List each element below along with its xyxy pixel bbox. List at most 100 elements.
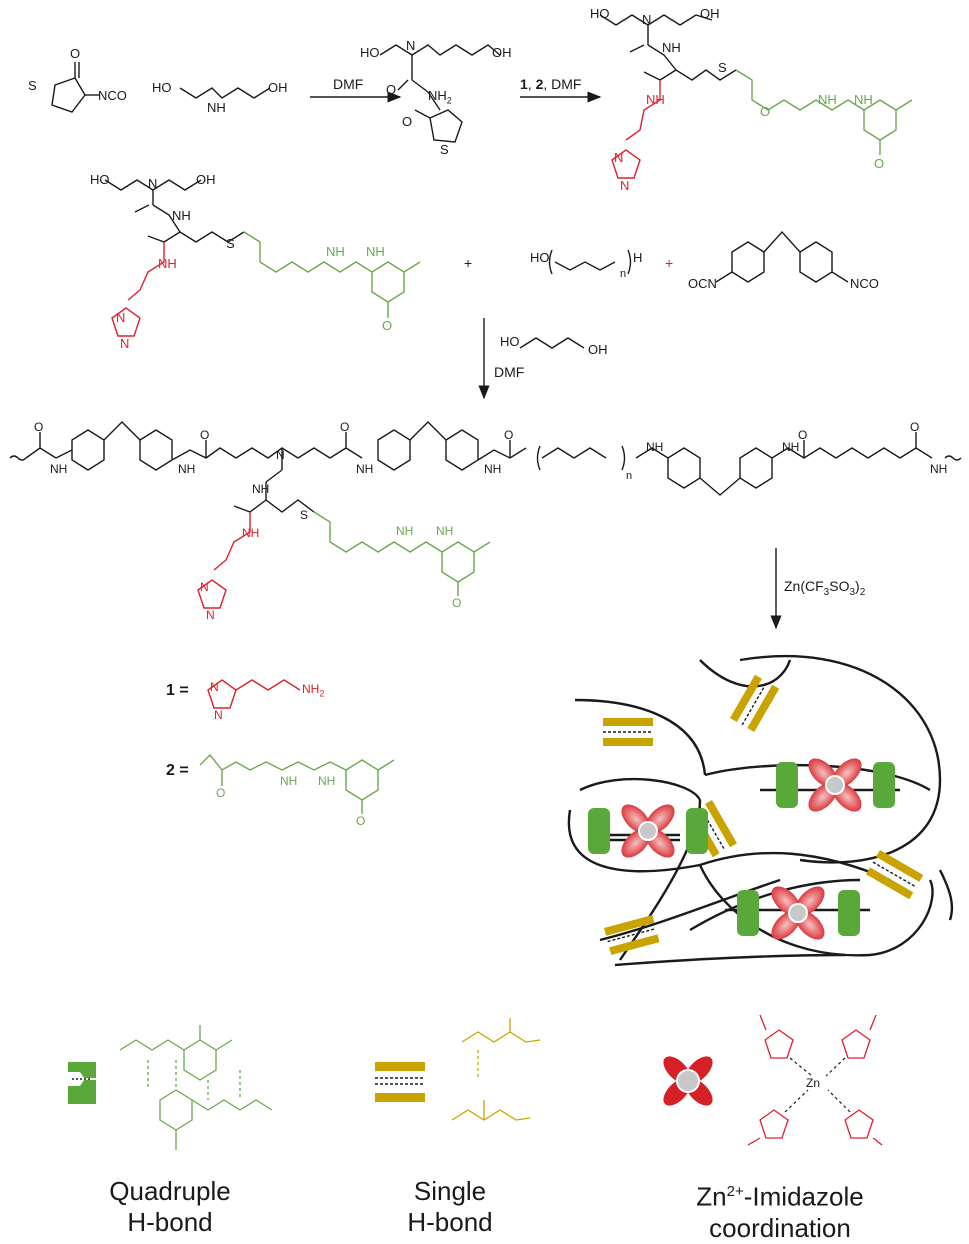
zn-imidazole-nodes xyxy=(621,758,862,940)
atom-n-label: N xyxy=(406,38,416,53)
step2-reagent-label: 1, 2, DMF xyxy=(520,76,582,92)
monomer-structure-row2 xyxy=(104,179,421,337)
polymer-pendant-green xyxy=(313,511,491,596)
atom-ho-label: HO xyxy=(530,250,550,265)
atom-zn-label: Zn xyxy=(806,1076,821,1090)
atom-n-red-label: N xyxy=(116,310,126,325)
atom-n-label: N xyxy=(148,176,158,191)
atom-n-red-label: N xyxy=(200,580,209,594)
atom-nh-label: NH xyxy=(484,462,502,476)
atom-n-label: N xyxy=(276,448,285,462)
atom-n-red-label: N xyxy=(214,708,223,722)
repeat-n-label: n xyxy=(620,268,627,280)
compound-2-label: 2 = xyxy=(166,762,189,779)
atom-nco-label: NCO xyxy=(850,276,879,291)
atom-oxygen-label: O xyxy=(70,46,81,61)
atom-ho-label: HO xyxy=(500,334,520,349)
compound-2-structure xyxy=(199,753,395,814)
atom-oh-label: OH xyxy=(268,80,288,95)
atom-sulfur-label: S xyxy=(718,60,727,75)
atom-sulfur-label: S xyxy=(300,508,309,522)
atom-nh-label: NH xyxy=(356,462,374,476)
atom-o-label: O xyxy=(910,420,920,434)
atom-n-red-label: N xyxy=(120,336,130,351)
step4-reagent-label: Zn(CF3SO3)2 xyxy=(784,578,866,598)
atom-o-green-label: O xyxy=(760,104,771,119)
atom-ho-label: HO xyxy=(590,6,610,21)
repeat-n-label: n xyxy=(626,470,633,482)
atom-nh-green-label: NH xyxy=(318,774,336,788)
butanediol-structure xyxy=(519,337,585,349)
atom-nh-label: NH xyxy=(50,462,68,476)
atom-o-label: O xyxy=(798,428,808,442)
atom-n-label: N xyxy=(642,12,652,27)
atom-nh-green-label: NH xyxy=(396,524,414,538)
legend-single-structure xyxy=(451,1018,541,1121)
atom-nh-red-label: NH xyxy=(158,256,177,271)
legend-single-icon xyxy=(375,1062,425,1102)
polymer-backbone-structure xyxy=(9,421,962,513)
atom-o-label: O xyxy=(504,428,514,442)
compound-1-label: 1 = xyxy=(166,682,189,699)
atom-nh-red-label: NH xyxy=(646,92,665,107)
atom-oxygen-label: O xyxy=(402,114,413,129)
plus-sign: + xyxy=(464,255,473,271)
thiolactone-isocyanate-structure xyxy=(51,62,100,113)
atom-nh-green-label: NH xyxy=(280,774,298,788)
atom-o-green-label: O xyxy=(216,786,226,800)
monomer-product-structure xyxy=(599,14,913,179)
legend-quadruple-caption: Quadruple H-bond xyxy=(109,1176,231,1237)
atom-o-green-label: O xyxy=(382,318,393,333)
atom-n-red-label: N xyxy=(614,150,624,165)
atom-nh2-red-label: NH2 xyxy=(302,682,325,699)
atom-o-label: O xyxy=(200,428,210,442)
atom-o-green-label: O xyxy=(452,596,462,610)
atom-ho-label: HO xyxy=(90,172,110,187)
atom-nh-label: NH xyxy=(172,208,191,223)
atom-nco-label: NCO xyxy=(98,88,127,103)
atom-nh-label: NH xyxy=(930,462,948,476)
plus-sign-red: + xyxy=(665,255,674,271)
ptmg-structure xyxy=(548,249,632,275)
atom-nh-label: NH xyxy=(782,440,800,454)
atom-sulfur-label: S xyxy=(28,78,37,93)
atom-nh-label: NH xyxy=(178,462,196,476)
atom-nh-label: NH xyxy=(207,100,226,115)
atom-o-label: O xyxy=(34,420,44,434)
atom-ho-label: HO xyxy=(360,45,380,60)
intermediate-structure xyxy=(379,44,501,143)
atom-n-red-label: N xyxy=(206,608,215,622)
atom-nh-red-label: NH xyxy=(242,526,260,540)
atom-oxygen-label: O xyxy=(386,82,397,97)
atom-nh-green-label: NH xyxy=(854,92,873,107)
hmdi-structure xyxy=(715,230,849,283)
atom-sulfur-label: S xyxy=(440,142,449,157)
atom-ho-label: HO xyxy=(152,80,172,95)
atom-ocn-label: OCN xyxy=(688,276,717,291)
quadruple-hbond-blocks xyxy=(588,762,895,936)
atom-nh-label: NH xyxy=(662,40,681,55)
atom-oh-label: OH xyxy=(700,6,720,21)
legend-zn-structure xyxy=(747,1014,883,1146)
atom-sulfur-label: S xyxy=(226,236,235,251)
atom-n-red-label: N xyxy=(620,178,630,193)
atom-o-label: O xyxy=(340,420,350,434)
atom-nh-green-label: NH xyxy=(326,244,345,259)
step3-reagent-label: DMF xyxy=(494,364,525,380)
legend-zn-dashes xyxy=(784,1057,851,1113)
atom-h-label: H xyxy=(633,250,643,265)
atom-nh-label: NH xyxy=(646,440,664,454)
diethanolamine-structure xyxy=(179,87,271,99)
legend-quadruple-structure xyxy=(119,1025,273,1150)
atom-nh-label: NH xyxy=(252,482,270,496)
legend-zn-icon xyxy=(663,1056,713,1106)
polymer-pendant-red xyxy=(197,512,251,609)
atom-nh-green-label: NH xyxy=(366,244,385,259)
atom-o-green-label: O xyxy=(356,814,366,828)
legend-single-caption: Single H-bond xyxy=(407,1176,493,1237)
single-hbond-blocks xyxy=(603,674,924,956)
atom-nh-green-label: NH xyxy=(818,92,837,107)
step1-reagent-label: DMF xyxy=(333,76,364,92)
compound-1-structure xyxy=(207,679,301,709)
